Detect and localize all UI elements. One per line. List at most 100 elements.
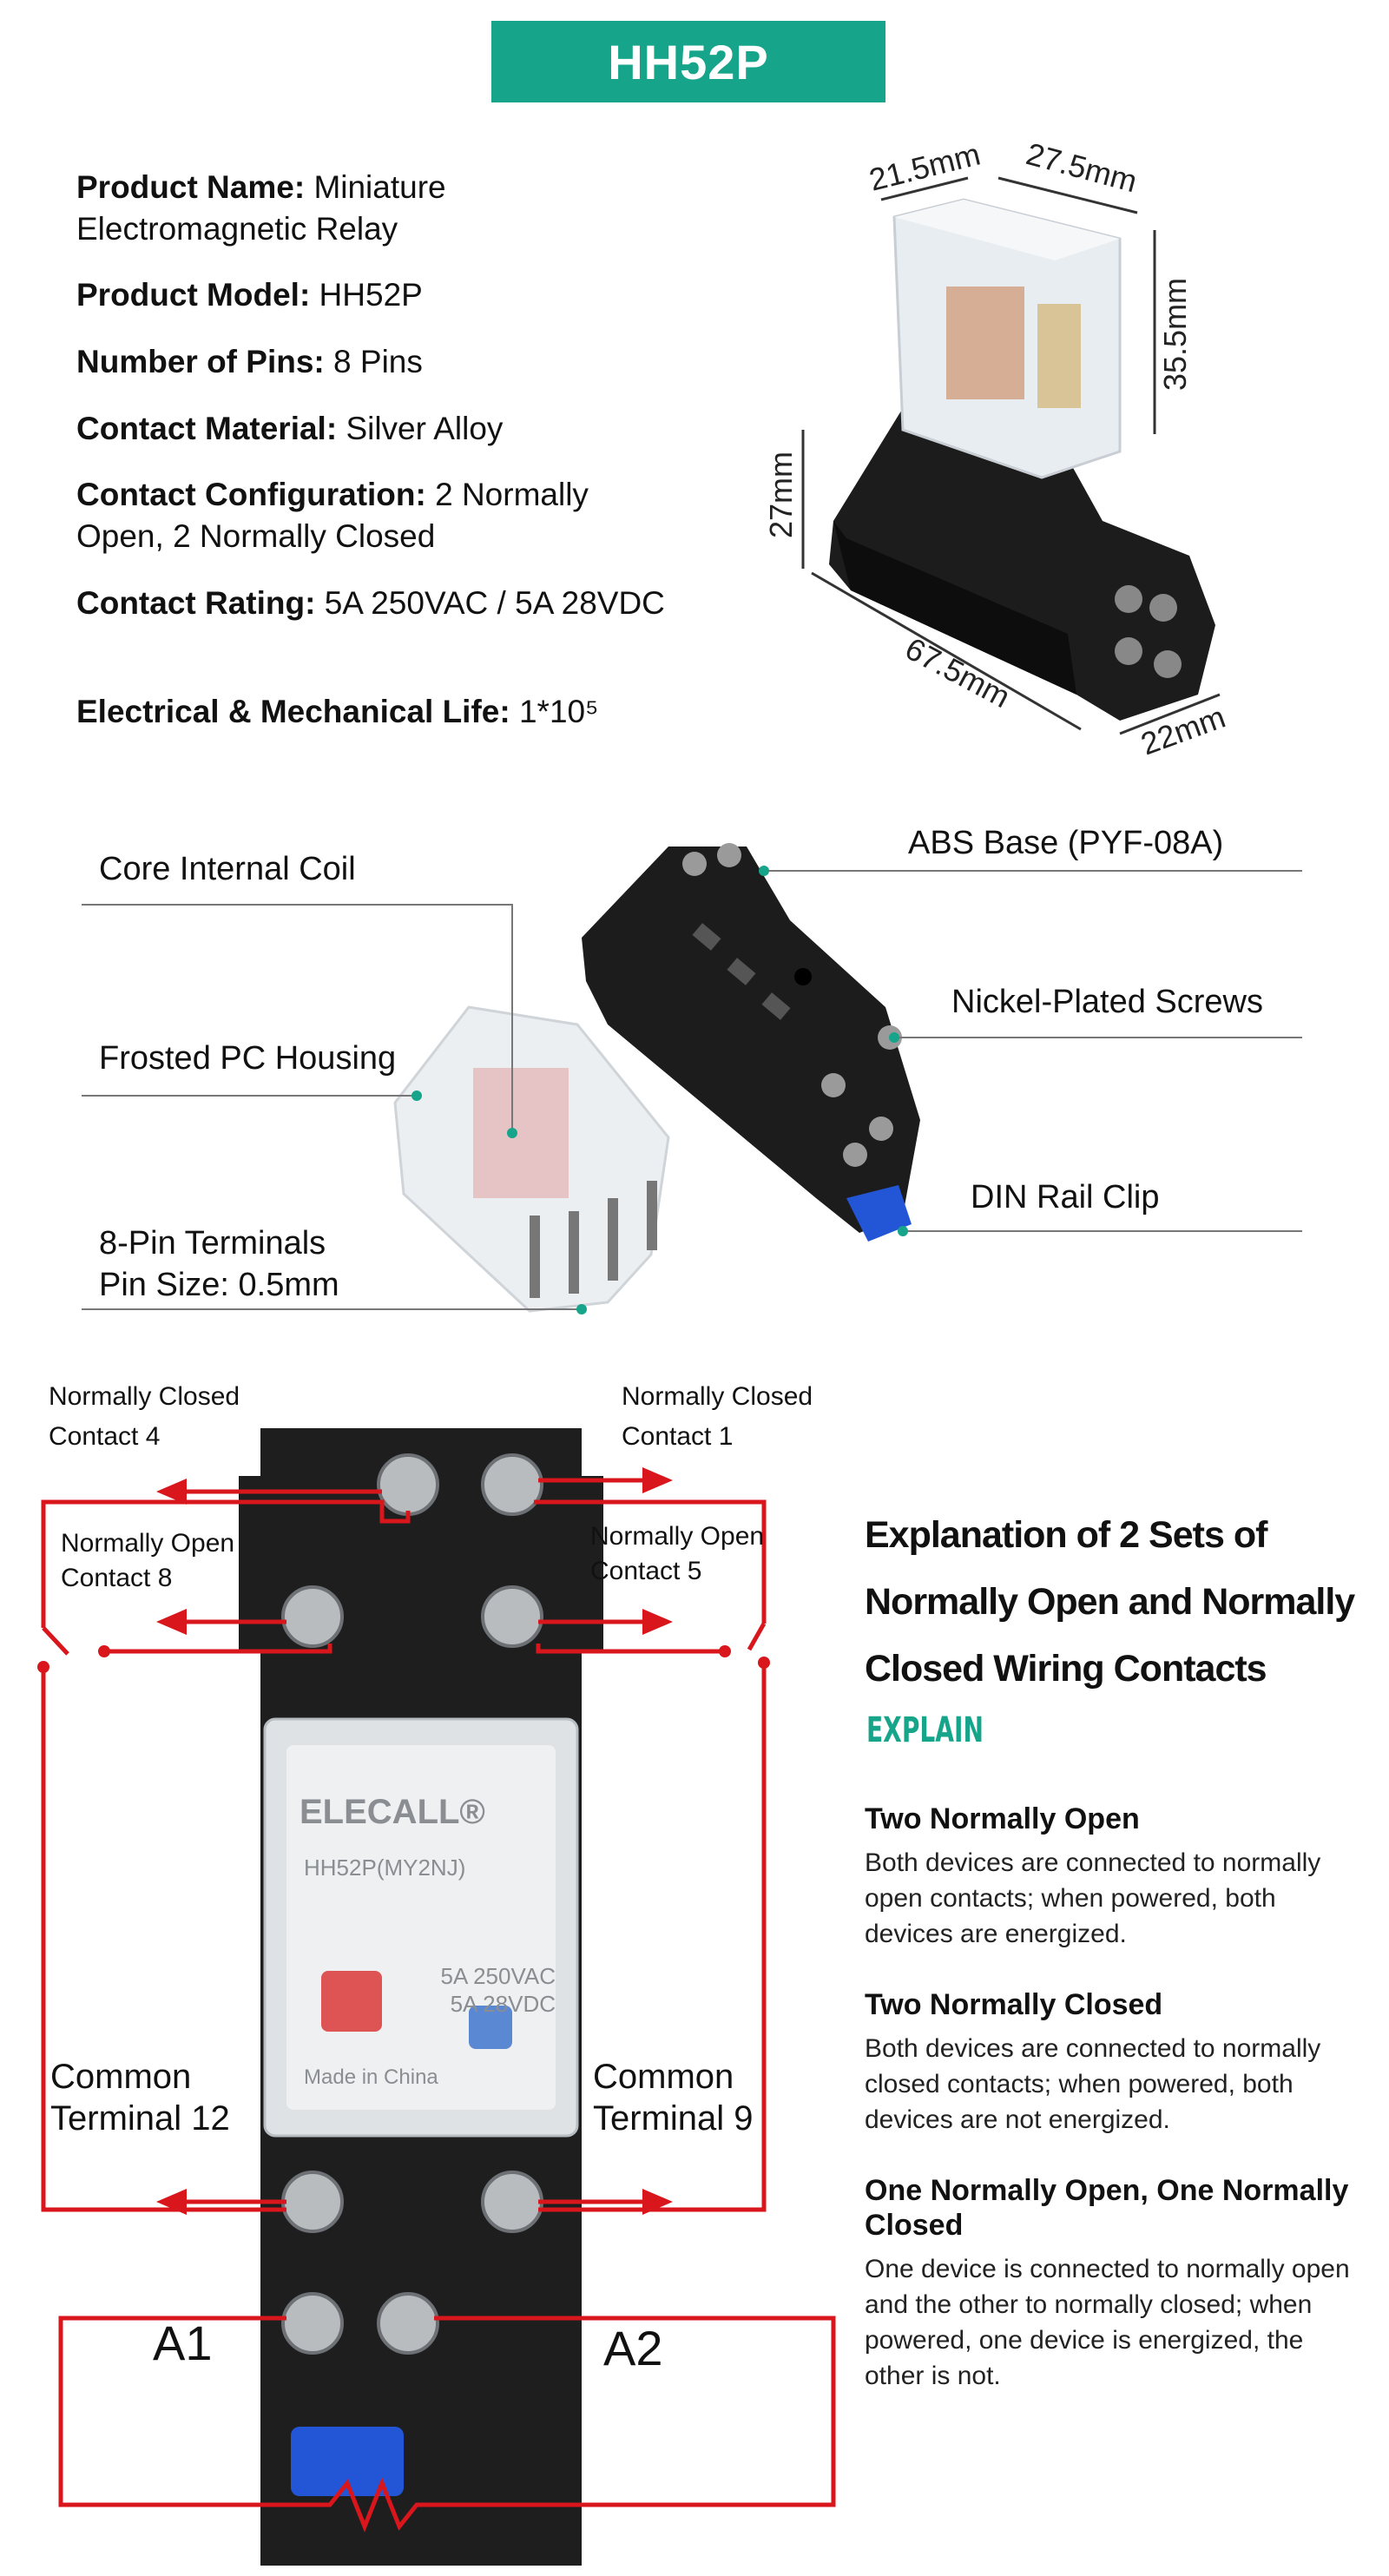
relay-rating2: 5A 28VDC bbox=[451, 1991, 556, 2017]
switch-left bbox=[42, 1626, 69, 1656]
socket-base-shape bbox=[582, 847, 920, 1233]
section-heading-two-nc: Two Normally Closed bbox=[865, 1988, 1163, 2021]
section-body-two-nc: Both devices are connected to normally c… bbox=[865, 2034, 1321, 2134]
dim-base-height: 27mm bbox=[763, 451, 799, 538]
label-nc4: Normally Closed Contact 4 bbox=[49, 1382, 240, 1451]
switch-contact bbox=[37, 1661, 49, 1673]
socket-slot bbox=[727, 958, 756, 985]
wiring-figure: ELECALL® HH52P(MY2NJ) 5A 250VAC 5A 28VDC… bbox=[37, 1428, 836, 2566]
label-no8: Normally Open Contact 8 bbox=[61, 1529, 235, 1592]
switch-right bbox=[747, 1622, 767, 1651]
title-banner: HH52P bbox=[491, 21, 885, 102]
relay-coil-shape bbox=[946, 287, 1024, 399]
socket-screw bbox=[717, 843, 741, 867]
dim-line bbox=[1119, 693, 1221, 735]
label-abs-base: ABS Base (PYF-08A) bbox=[908, 825, 1224, 861]
callout-dot bbox=[576, 1304, 587, 1314]
dim-line bbox=[811, 571, 1082, 731]
base-screw bbox=[1115, 637, 1142, 665]
arrowhead bbox=[642, 1609, 673, 1635]
arrowhead bbox=[156, 2189, 187, 2215]
socket-screw bbox=[869, 1117, 893, 1141]
relay-model: HH52P(MY2NJ) bbox=[304, 1855, 465, 1881]
label-a1: A1 bbox=[153, 2316, 213, 2370]
label-nc1: Normally Closed Contact 1 bbox=[622, 1382, 813, 1451]
arrowhead bbox=[642, 1467, 673, 1493]
section-heading-two-no: Two Normally Open bbox=[865, 1802, 1140, 1835]
callout-dot bbox=[898, 1226, 908, 1236]
terminal-screw-12 bbox=[281, 2171, 344, 2233]
terminal-screw-5 bbox=[481, 1585, 543, 1648]
switch-contact bbox=[758, 1657, 770, 1669]
dim-line bbox=[880, 176, 969, 201]
callout-dot bbox=[889, 1032, 899, 1043]
label-ct12: Common Terminal 12 bbox=[50, 2058, 230, 2138]
arrowhead bbox=[156, 1609, 187, 1635]
relay-brand: ELECALL® bbox=[300, 1793, 485, 1831]
spec-contact-material: Contact Material: Silver Alloy bbox=[76, 411, 504, 446]
terminal-screw-a1 bbox=[281, 2292, 344, 2355]
red-indicator-shape bbox=[321, 1971, 382, 2032]
spec-product-name: Product Name: Miniature Electromagnetic … bbox=[76, 169, 446, 247]
spec-contact-rating: Contact Rating: 5A 250VAC / 5A 28VDC bbox=[76, 585, 665, 621]
relay-origin: Made in China bbox=[304, 2065, 438, 2089]
socket-screw bbox=[682, 852, 707, 876]
label-no5: Normally Open Contact 5 bbox=[590, 1522, 765, 1585]
explain-tag: EXPLAIN bbox=[866, 1710, 984, 1750]
section-body-two-no: Both devices are connected to normally o… bbox=[865, 1848, 1321, 1948]
relay-pin bbox=[569, 1211, 579, 1294]
explanation-title: Explanation of 2 Sets of Normally Open a… bbox=[865, 1514, 1355, 1690]
relay-pin bbox=[530, 1216, 540, 1298]
arrowhead bbox=[642, 2189, 673, 2215]
callout-dot bbox=[507, 1128, 517, 1138]
base-front-face bbox=[833, 521, 1076, 695]
spec-number-of-pins: Number of Pins: 8 Pins bbox=[76, 344, 423, 379]
arrowhead bbox=[156, 1479, 187, 1505]
dim-relay-height: 35.5mm bbox=[1157, 278, 1193, 391]
label-housing: Frosted PC Housing bbox=[99, 1040, 397, 1077]
socket-screw bbox=[843, 1143, 867, 1167]
spec-life: Electrical & Mechanical Life: 1*10⁵ bbox=[76, 694, 599, 729]
callout-dot bbox=[759, 866, 769, 876]
relay-coil-inner bbox=[473, 1068, 569, 1198]
relay-top-face bbox=[894, 200, 1120, 260]
label-din-clip: DIN Rail Clip bbox=[971, 1179, 1160, 1216]
socket-hole bbox=[794, 968, 812, 985]
label-core-coil: Core Internal Coil bbox=[99, 851, 356, 887]
wiring-lines bbox=[41, 1499, 836, 2533]
terminal-screw-4 bbox=[377, 1453, 439, 1516]
switch-contact bbox=[98, 1645, 110, 1657]
terminal-screw-a2 bbox=[377, 2292, 439, 2355]
socket-slot bbox=[692, 923, 721, 951]
relay-rating1: 5A 250VAC bbox=[440, 1963, 556, 1989]
label-terminals: 8-Pin Terminals Pin Size: 0.5mm bbox=[99, 1225, 339, 1303]
dim-line bbox=[997, 176, 1138, 214]
callout-dot bbox=[411, 1090, 422, 1101]
terminal-screw-1 bbox=[481, 1453, 543, 1516]
terminal-screw-9 bbox=[481, 2171, 543, 2233]
page-title: HH52P bbox=[608, 34, 769, 89]
socket-screw bbox=[821, 1073, 846, 1097]
label-screws: Nickel-Plated Screws bbox=[951, 984, 1263, 1020]
dimension-figure: 21.5mm 27.5mm 35.5mm 27mm 67.5mm 22mm bbox=[763, 135, 1230, 761]
label-a2: A2 bbox=[603, 2321, 663, 2375]
spec-product-model: Product Model: HH52P bbox=[76, 277, 423, 313]
base-screw bbox=[1154, 650, 1182, 678]
socket-slot bbox=[761, 992, 791, 1020]
base-screw bbox=[1115, 585, 1142, 613]
parts-figure bbox=[82, 843, 1302, 1314]
blue-indicator-shape bbox=[469, 2006, 512, 2049]
switch-contact bbox=[719, 1645, 731, 1657]
din-clip-wiring bbox=[291, 2427, 404, 2496]
section-heading-one-each: One Normally Open, One Normally Closed bbox=[865, 2174, 1349, 2242]
terminal-screw-8 bbox=[281, 1585, 344, 1648]
relay-pin bbox=[608, 1198, 618, 1281]
relay-contact-shape bbox=[1037, 304, 1081, 408]
section-body-one-each: One device is connected to normally open… bbox=[865, 2255, 1350, 2390]
label-ct9: Common Terminal 9 bbox=[593, 2058, 754, 2138]
spec-contact-configuration: Contact Configuration: 2 Normally Open, … bbox=[76, 477, 589, 554]
relay-pin bbox=[647, 1181, 657, 1250]
din-clip-shape bbox=[846, 1185, 912, 1242]
base-screw bbox=[1149, 594, 1177, 622]
